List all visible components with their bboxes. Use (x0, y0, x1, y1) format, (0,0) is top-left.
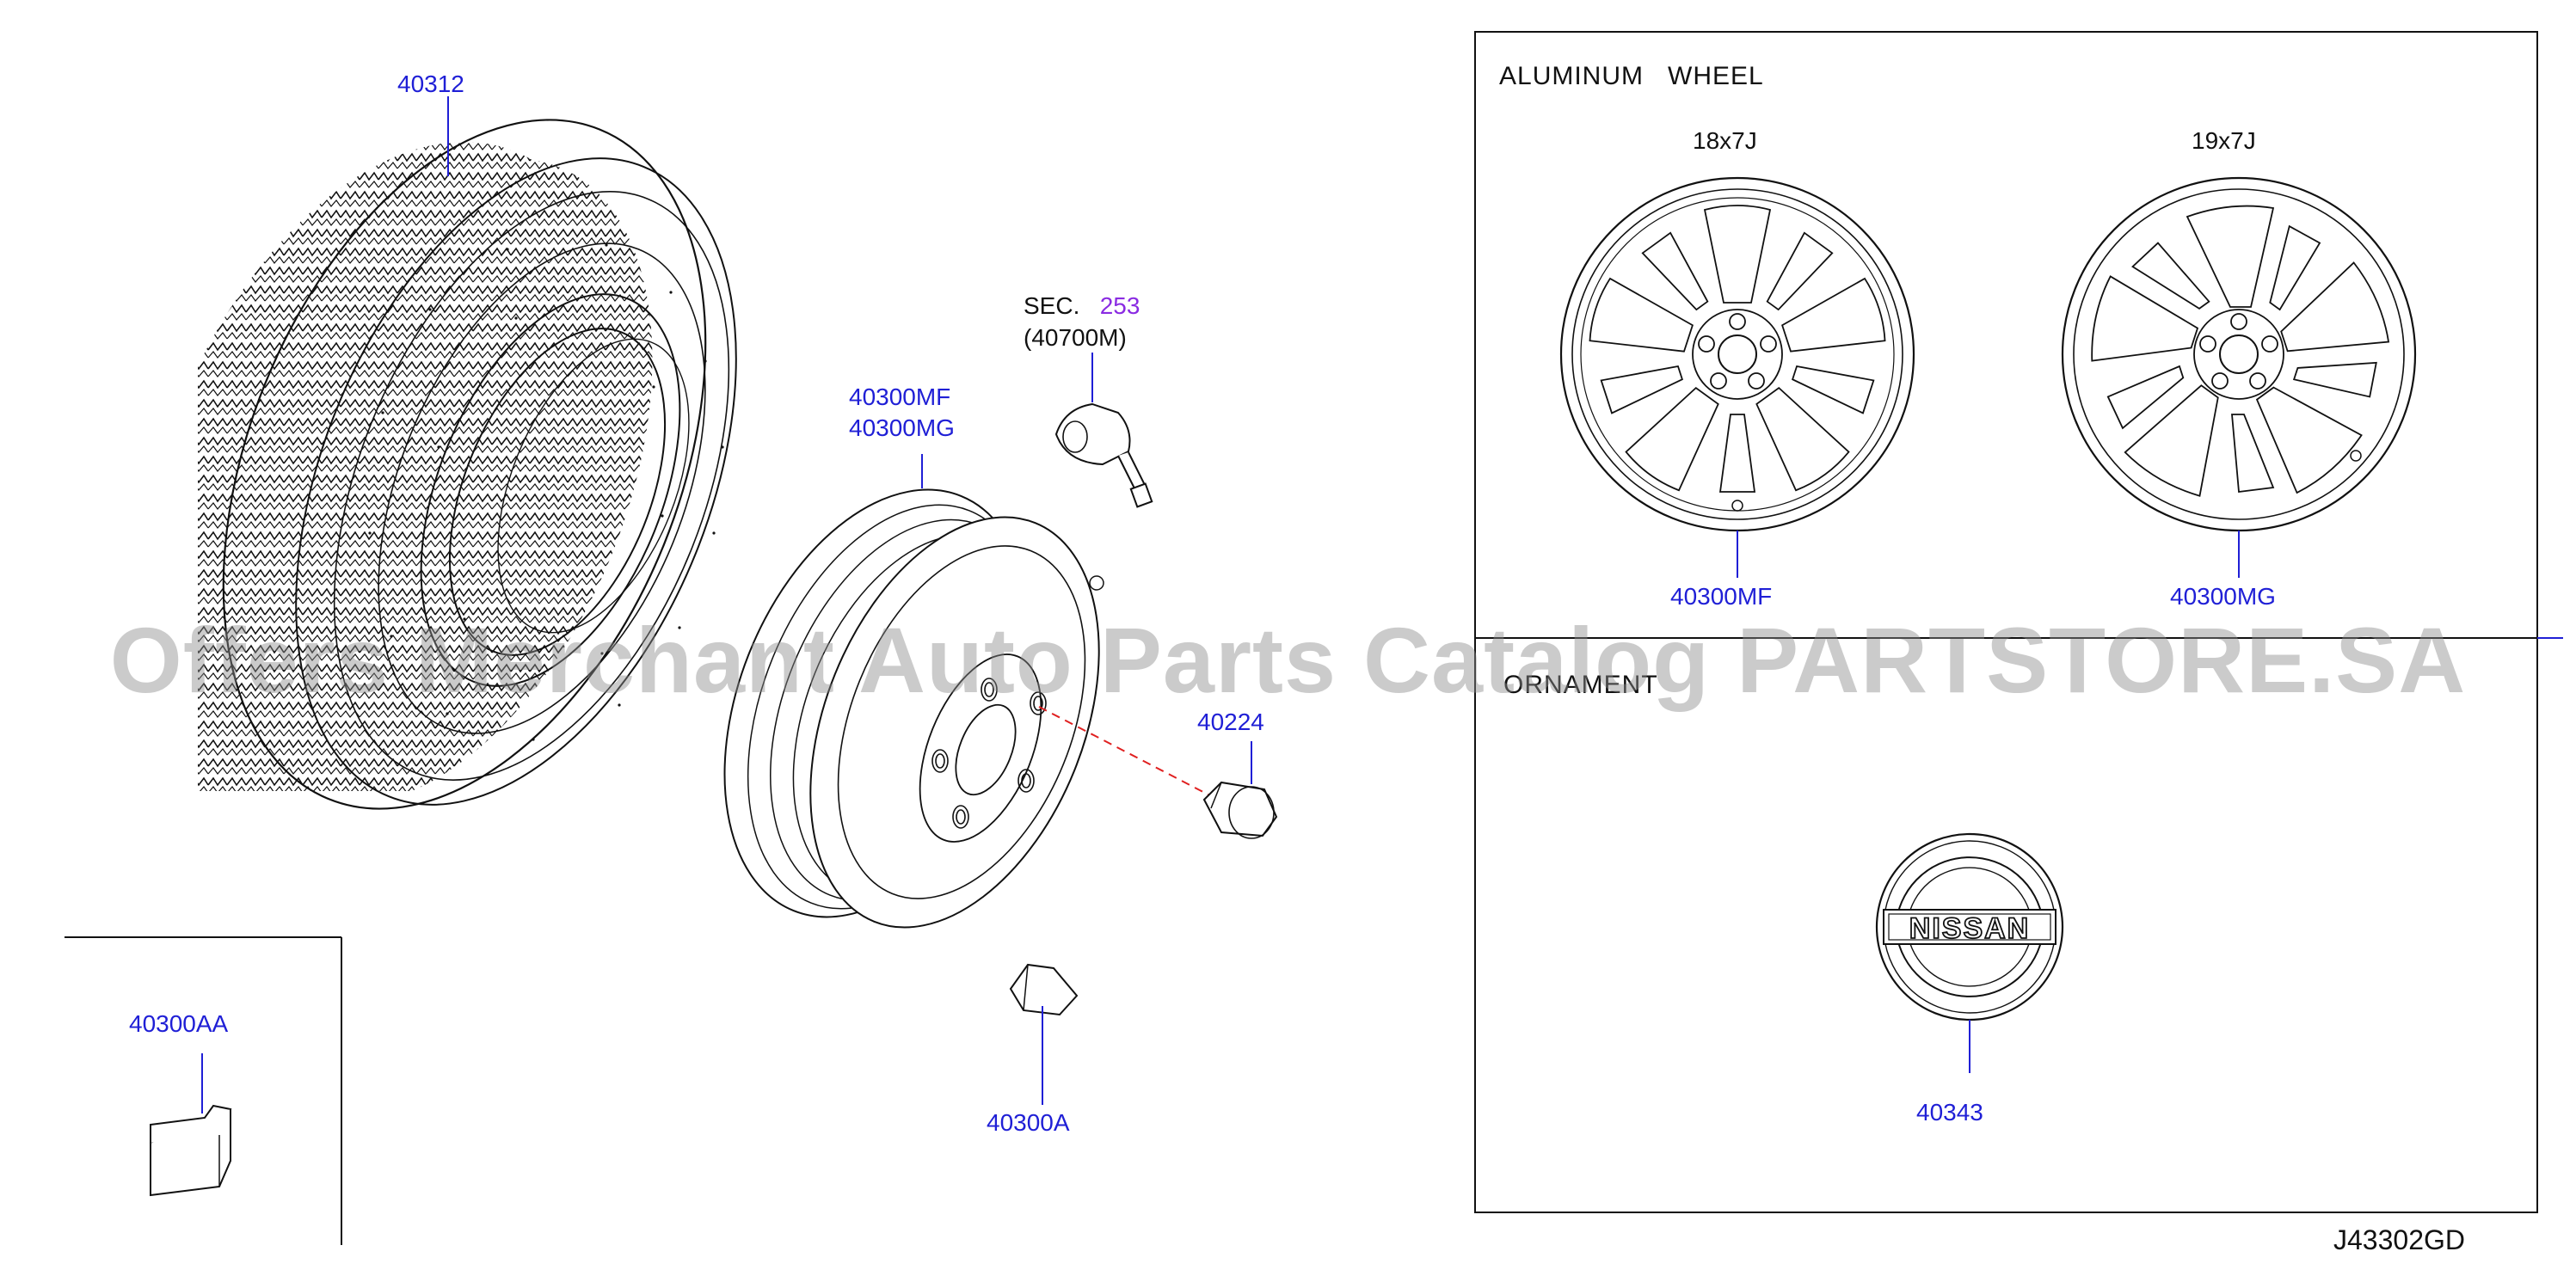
part-label-wheel-nut[interactable]: 40224 (1197, 709, 1264, 735)
part-label-balance-weight[interactable]: 40300AA (129, 1010, 229, 1037)
aluminum-wheel-title: ALUMINUM WHEEL (1499, 62, 1764, 90)
ornament-badge-drawing[interactable]: NISSAN (1875, 832, 2064, 1073)
wheel-size-18: 18x7J (1693, 127, 1757, 154)
tpms-sensor-drawing[interactable] (1054, 353, 1153, 508)
tire-40312-drawing[interactable] (130, 49, 823, 880)
sec-prefix: SEC. (1024, 292, 1080, 319)
balance-weight-inset (65, 936, 342, 1245)
part-label-ornament[interactable]: 40343 (1916, 1099, 1983, 1126)
steel-wheel-drawing[interactable] (666, 445, 1154, 970)
alloy-wheel-18-drawing[interactable] (1559, 176, 1915, 578)
balance-weight-drawing[interactable] (150, 1053, 232, 1197)
wheel-nut-drawing[interactable] (1038, 706, 1278, 839)
wheel-size-19: 19x7J (2192, 127, 2256, 154)
part-label-alloy-19[interactable]: 40300MG (2170, 583, 2276, 610)
sensor-sub-part: (40700M) (1024, 324, 1127, 351)
ornament-title: ORNAMENT (1503, 671, 1658, 699)
aluminum-wheel-panel (1474, 31, 2563, 1213)
valve-clip-drawing[interactable] (1009, 963, 1079, 1105)
part-label-valve-clip[interactable]: 40300A (987, 1109, 1070, 1136)
part-label-steel-wheel-mg[interactable]: 40300MG (849, 414, 955, 441)
diagram-code: J43302GD (2333, 1224, 2465, 1255)
sensor-section-ref: SEC. 253 (1024, 292, 1140, 320)
sec-number-link[interactable]: 253 (1099, 292, 1140, 319)
alloy-wheel-19-drawing[interactable] (2061, 176, 2417, 578)
part-label-tire[interactable]: 40312 (397, 71, 464, 97)
part-label-steel-wheel-mf[interactable]: 40300MF (849, 383, 951, 410)
nissan-badge-text: NISSAN (1909, 912, 2030, 945)
part-label-alloy-18[interactable]: 40300MF (1670, 583, 1773, 610)
